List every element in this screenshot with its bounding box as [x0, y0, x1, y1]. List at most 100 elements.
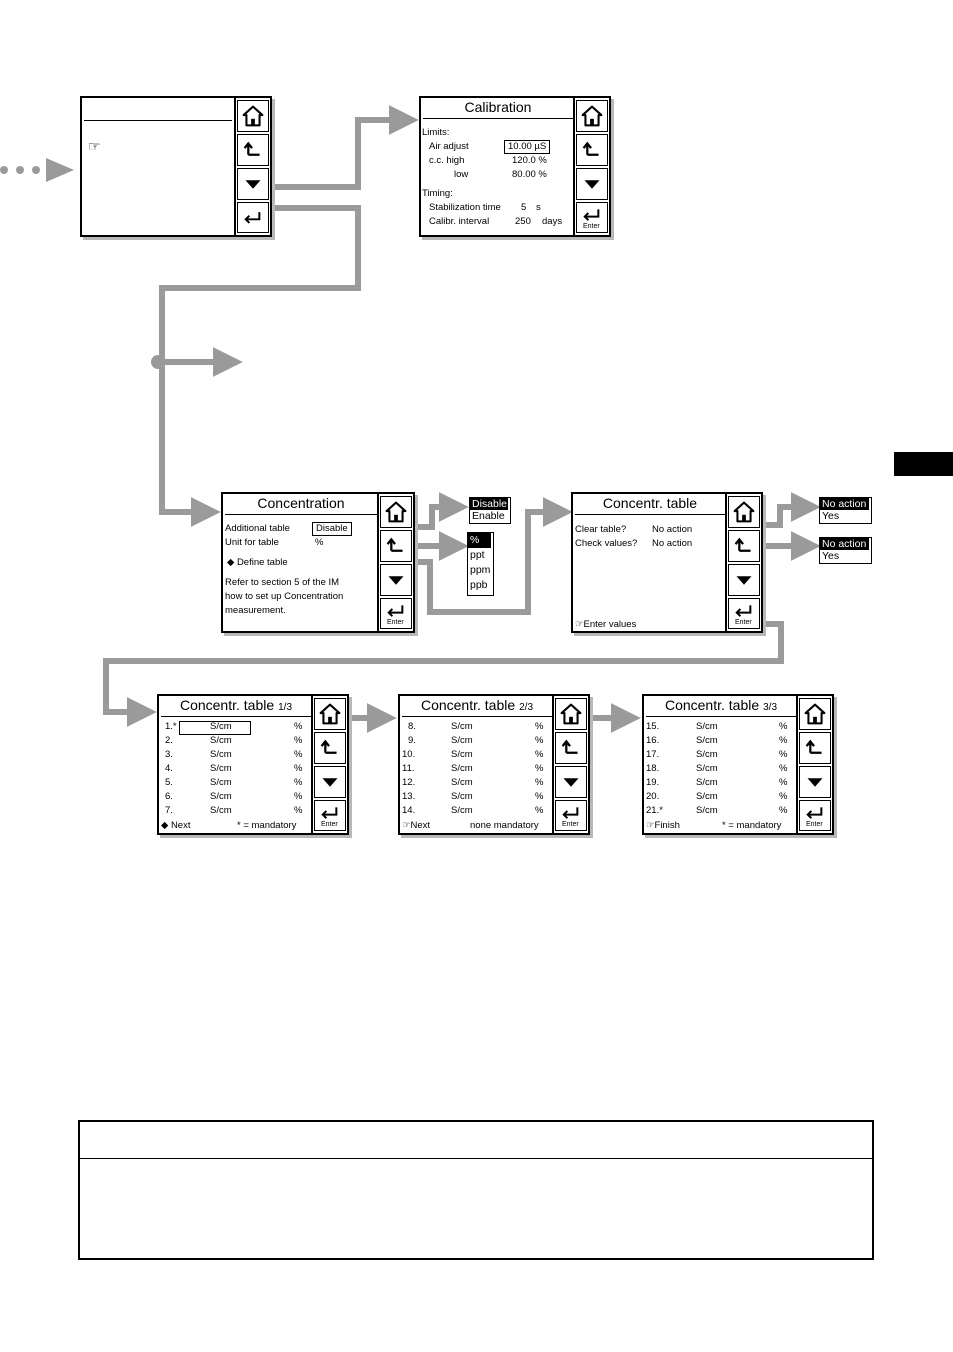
entry-dot [16, 166, 24, 174]
home-button[interactable] [314, 698, 346, 730]
home-icon [733, 501, 755, 523]
back-button[interactable] [799, 732, 831, 764]
down-button[interactable] [799, 766, 831, 798]
back-button[interactable] [555, 732, 587, 764]
row-unit: S/cm [696, 763, 718, 774]
option-percent[interactable]: % [468, 533, 491, 548]
option-disable[interactable]: Disable [470, 498, 508, 510]
table-row[interactable]: 17.S/cm% [644, 749, 798, 763]
option-no-action[interactable]: No action [820, 538, 869, 550]
option-no-action[interactable]: No action [820, 498, 869, 510]
additional-table-field[interactable]: Disable [312, 522, 352, 536]
row-number: 15. [646, 721, 660, 732]
enter-button[interactable]: Enter [380, 598, 412, 629]
option-enable[interactable]: Enable [472, 510, 505, 522]
table-row[interactable]: 18.S/cm% [644, 763, 798, 777]
row-unit: S/cm [210, 763, 232, 774]
enter-icon [244, 212, 261, 224]
row-percent: % [535, 763, 544, 774]
row-unit: S/cm [210, 721, 232, 732]
enter-button[interactable]: Enter [728, 598, 760, 629]
connector-to-concentration [159, 205, 361, 527]
table-row[interactable]: 6.S/cm% [159, 791, 313, 805]
down-button[interactable] [237, 168, 269, 200]
back-button[interactable] [728, 530, 760, 562]
title-divider [225, 514, 377, 515]
option-ppb[interactable]: ppb [470, 579, 488, 591]
note-line: how to set up Concentration [225, 591, 344, 602]
footer-note: none mandatory [470, 820, 539, 831]
table-row[interactable]: 4.S/cm% [159, 763, 313, 777]
air-adjust-field[interactable]: 10.00 µS [504, 140, 551, 154]
row-number: 12. [402, 777, 416, 788]
additional-table-label: Additional table [225, 523, 290, 534]
back-button[interactable] [237, 134, 269, 166]
down-button[interactable] [380, 564, 412, 596]
home-button[interactable] [555, 698, 587, 730]
table-row[interactable]: 15.S/cm% [644, 721, 798, 735]
option-ppt[interactable]: ppt [470, 549, 485, 561]
table-row[interactable]: 11.S/cm% [400, 763, 554, 777]
home-button[interactable] [380, 496, 412, 528]
option-ppm[interactable]: ppm [470, 564, 491, 576]
table-row[interactable]: 8.S/cm% [400, 721, 554, 735]
enter-values-item[interactable]: ☞Enter values [575, 619, 637, 630]
back-button[interactable] [576, 134, 608, 166]
down-button[interactable] [576, 168, 608, 200]
row-percent: % [535, 805, 544, 816]
home-button[interactable] [728, 496, 760, 528]
home-button[interactable] [576, 100, 608, 132]
enter-button[interactable]: Enter [576, 202, 608, 233]
table-row[interactable]: 19.S/cm% [644, 777, 798, 791]
table-row[interactable]: 3.S/cm% [159, 749, 313, 763]
footer-finish[interactable]: ☞Finish [646, 820, 680, 831]
page-number: 2/3 [519, 702, 534, 713]
row-number: 18. [646, 763, 660, 774]
title-divider [402, 716, 552, 717]
table-row[interactable]: 20.S/cm% [644, 791, 798, 805]
connector-to-clear-options [763, 492, 821, 528]
back-button[interactable] [314, 732, 346, 764]
clear-table-value[interactable]: No action [652, 524, 693, 535]
table-row[interactable]: 16.S/cm% [644, 735, 798, 749]
enter-button[interactable]: Enter [314, 800, 346, 831]
footer-next[interactable]: ◆ Next [161, 820, 191, 831]
row-unit: S/cm [210, 735, 232, 746]
table-row[interactable]: 2.S/cm% [159, 735, 313, 749]
define-table-item[interactable]: ◆ Define table [227, 557, 288, 568]
home-button[interactable] [237, 100, 269, 132]
title-text: Concentr. table [179, 697, 275, 713]
table-row[interactable]: 5.S/cm% [159, 777, 313, 791]
down-button[interactable] [555, 766, 587, 798]
row-unit: S/cm [696, 777, 718, 788]
down-button[interactable] [314, 766, 346, 798]
footer-next[interactable]: ☞Next [402, 820, 431, 831]
table-row[interactable]: 21.*S/cm% [644, 805, 798, 819]
table-row[interactable]: 12.S/cm% [400, 777, 554, 791]
connector-to-concentr-table [415, 497, 573, 615]
down-button[interactable] [728, 564, 760, 596]
connector-to-additional-options [415, 492, 469, 530]
check-values-value[interactable]: No action [652, 538, 693, 549]
title-divider [161, 716, 311, 717]
row-1-highlight[interactable] [179, 721, 251, 735]
unit-for-table-value[interactable]: % [315, 537, 324, 548]
table-row[interactable]: 14.S/cm% [400, 805, 554, 819]
row-percent: % [779, 735, 788, 746]
enter-button[interactable] [237, 202, 269, 233]
enter-button[interactable]: Enter [555, 800, 587, 831]
option-yes[interactable]: Yes [822, 510, 840, 522]
home-button[interactable] [799, 698, 831, 730]
table-row[interactable]: 10.S/cm% [400, 749, 554, 763]
option-yes[interactable]: Yes [822, 550, 840, 562]
enter-button[interactable]: Enter [799, 800, 831, 831]
cc-high-label: c.c. high [429, 155, 465, 166]
title-text: Concentr. table [420, 697, 516, 713]
button-column [234, 98, 270, 235]
back-button[interactable] [380, 530, 412, 562]
table-row[interactable]: 7.S/cm% [159, 805, 313, 819]
table-row[interactable]: 9.S/cm% [400, 735, 554, 749]
limits-label: Limits: [422, 127, 450, 138]
table-row[interactable]: 1.*S/cm% [159, 721, 313, 735]
table-row[interactable]: 13.S/cm% [400, 791, 554, 805]
